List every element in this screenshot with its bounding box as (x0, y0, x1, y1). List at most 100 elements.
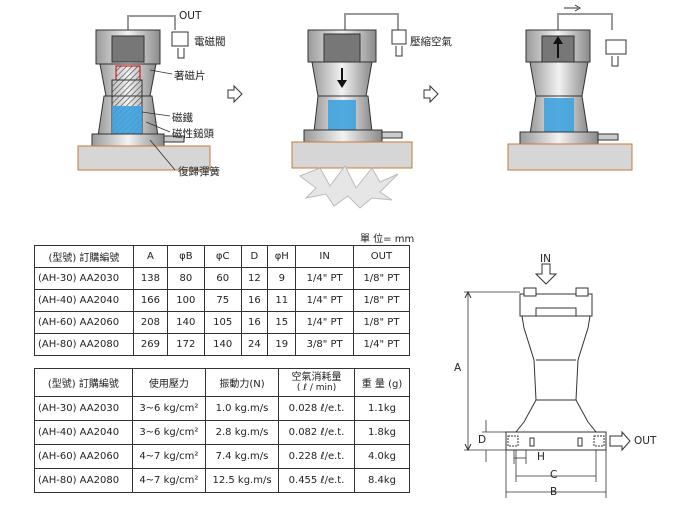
header-cell: IN (295, 245, 354, 268)
out-arrow-icon (609, 430, 631, 452)
label-magnet: 磁鐵 (172, 112, 193, 124)
table-row: (AH-40) AA2040 3~6 kg/cm² 2.8 kg.m/s 0.0… (34, 420, 411, 445)
dim-label-out: OUT (634, 435, 657, 447)
table-cell: 138 (132, 267, 168, 290)
dim-label-c: C (550, 469, 558, 481)
in-arrow-icon (534, 263, 558, 285)
header-cell-line: ( ℓ / min) (296, 382, 337, 393)
table-cell: 80 (166, 267, 205, 290)
unit-note: 單 位= mm (360, 234, 415, 245)
header-cell: 使用壓力 (131, 368, 206, 397)
hammer-diagram-strike (291, 13, 413, 209)
table-cell: (AH-80) AA2080 (34, 468, 133, 493)
table-header-row: (型號) 訂購編號 A φB φC D φH IN OUT (34, 245, 411, 268)
dim-label-in: IN (540, 253, 551, 265)
table-cell: 1/4" PT (295, 267, 354, 290)
header-cell: φB (166, 245, 205, 268)
table-cell: 1.0 kg.m/s (204, 396, 280, 421)
table-cell: 4.0kg (353, 444, 411, 469)
table-cell: 9 (267, 267, 297, 290)
table-cell: (AH-60) AA2060 (34, 444, 133, 469)
dimension-drawing (464, 263, 631, 498)
operation-illustration (77, 4, 633, 209)
header-cell-line: 空氣消耗量 (291, 371, 342, 383)
dim-label-b: B (550, 486, 558, 498)
table-cell: 1/8" PT (352, 311, 411, 334)
table-cell: (AH-80) AA2080 (34, 333, 134, 356)
table-cell: 172 (166, 333, 205, 356)
table-cell: 60 (203, 267, 242, 290)
table-cell: (AH-40) AA2040 (34, 420, 133, 445)
table-cell: 24 (240, 333, 269, 356)
table-cell: 166 (132, 289, 168, 312)
table-cell: 75 (203, 289, 242, 312)
table-cell: 0.455 ℓ/e.t. (278, 468, 355, 493)
label-magnetic-head: 磁性鎚頭 (172, 128, 214, 140)
header-cell: 重 量 (g) (353, 368, 411, 397)
table-cell: 1/4" PT (295, 289, 354, 312)
step-arrow-icon (423, 84, 439, 104)
table-cell: 208 (132, 311, 168, 334)
table-row: (AH-30) AA2030 3~6 kg/cm² 1.0 kg.m/s 0.0… (34, 396, 411, 421)
table-row: (AH-60) AA2060 208 140 105 16 15 1/4" PT… (34, 311, 411, 334)
label-return-spring: 復歸彈簧 (178, 166, 220, 178)
table-cell: 3~6 kg/cm² (131, 396, 206, 421)
table-cell: 2.8 kg.m/s (204, 420, 280, 445)
header-cell: (型號) 訂購編號 (34, 245, 134, 268)
table-cell: (AH-30) AA2030 (34, 267, 134, 290)
dim-label-a: A (454, 362, 462, 374)
table-cell: 1.1kg (353, 396, 411, 421)
table-cell: 105 (203, 311, 242, 334)
table-cell: 1/8" PT (352, 267, 411, 290)
table-cell: (AH-40) AA2040 (34, 289, 134, 312)
label-compressed-air: 壓縮空氣 (410, 36, 452, 48)
dimension-table: (型號) 訂購編號 A φB φC D φH IN OUT (AH-30) AA… (34, 245, 411, 356)
header-cell: D (240, 245, 269, 268)
table-row: (AH-80) AA2080 269 172 140 24 19 3/8" PT… (34, 333, 411, 356)
header-cell: 振動力(N) (204, 368, 280, 397)
table-row: (AH-30) AA2030 138 80 60 12 9 1/4" PT 1/… (34, 267, 411, 290)
dim-label-d: D (478, 434, 487, 446)
table-cell: 16 (240, 289, 269, 312)
label-magnet-plate: 著磁片 (174, 70, 206, 82)
hammer-diagram-rest (77, 15, 211, 171)
label-out: OUT (179, 10, 202, 22)
table-cell: 12 (240, 267, 269, 290)
table-row: (AH-80) AA2080 4~7 kg/cm² 12.5 kg.m/s 0.… (34, 468, 411, 493)
table-cell: 16 (240, 311, 269, 334)
header-cell: A (132, 245, 168, 268)
header-cell: φC (203, 245, 242, 268)
spec-table: (型號) 訂購編號 使用壓力 振動力(N) 空氣消耗量 ( ℓ / min) 重… (34, 368, 411, 493)
table-header-row: (型號) 訂購編號 使用壓力 振動力(N) 空氣消耗量 ( ℓ / min) 重… (34, 368, 411, 397)
label-solenoid-valve: 電磁閥 (194, 36, 226, 48)
table-cell: 0.228 ℓ/e.t. (278, 444, 355, 469)
table-cell: 7.4 kg.m/s (204, 444, 280, 469)
header-cell: OUT (352, 245, 411, 268)
table-cell: 140 (166, 311, 205, 334)
table-cell: 100 (166, 289, 205, 312)
table-cell: 8.4kg (353, 468, 411, 493)
table-cell: (AH-60) AA2060 (34, 311, 134, 334)
table-cell: 15 (267, 311, 297, 334)
step-arrow-icon (227, 84, 243, 104)
table-cell: 11 (267, 289, 297, 312)
table-cell: 269 (132, 333, 168, 356)
header-cell: 空氣消耗量 ( ℓ / min) (278, 368, 355, 397)
table-cell: 4~7 kg/cm² (131, 468, 206, 493)
table-cell: 3~6 kg/cm² (131, 420, 206, 445)
table-row: (AH-40) AA2040 166 100 75 16 11 1/4" PT … (34, 289, 411, 312)
table-cell: 4~7 kg/cm² (131, 444, 206, 469)
table-cell: 0.028 ℓ/e.t. (278, 396, 355, 421)
table-cell: 1.8kg (353, 420, 411, 445)
table-cell: 1/4" PT (352, 333, 411, 356)
table-cell: 3/8" PT (295, 333, 354, 356)
table-cell: 19 (267, 333, 297, 356)
table-cell: 0.082 ℓ/e.t. (278, 420, 355, 445)
table-cell: 1/8" PT (352, 289, 411, 312)
dim-label-h: H (537, 451, 545, 463)
hammer-diagram-return (507, 4, 633, 171)
table-cell: (AH-30) AA2030 (34, 396, 133, 421)
table-cell: 140 (203, 333, 242, 356)
header-cell: φH (267, 245, 297, 268)
table-row: (AH-60) AA2060 4~7 kg/cm² 7.4 kg.m/s 0.2… (34, 444, 411, 469)
